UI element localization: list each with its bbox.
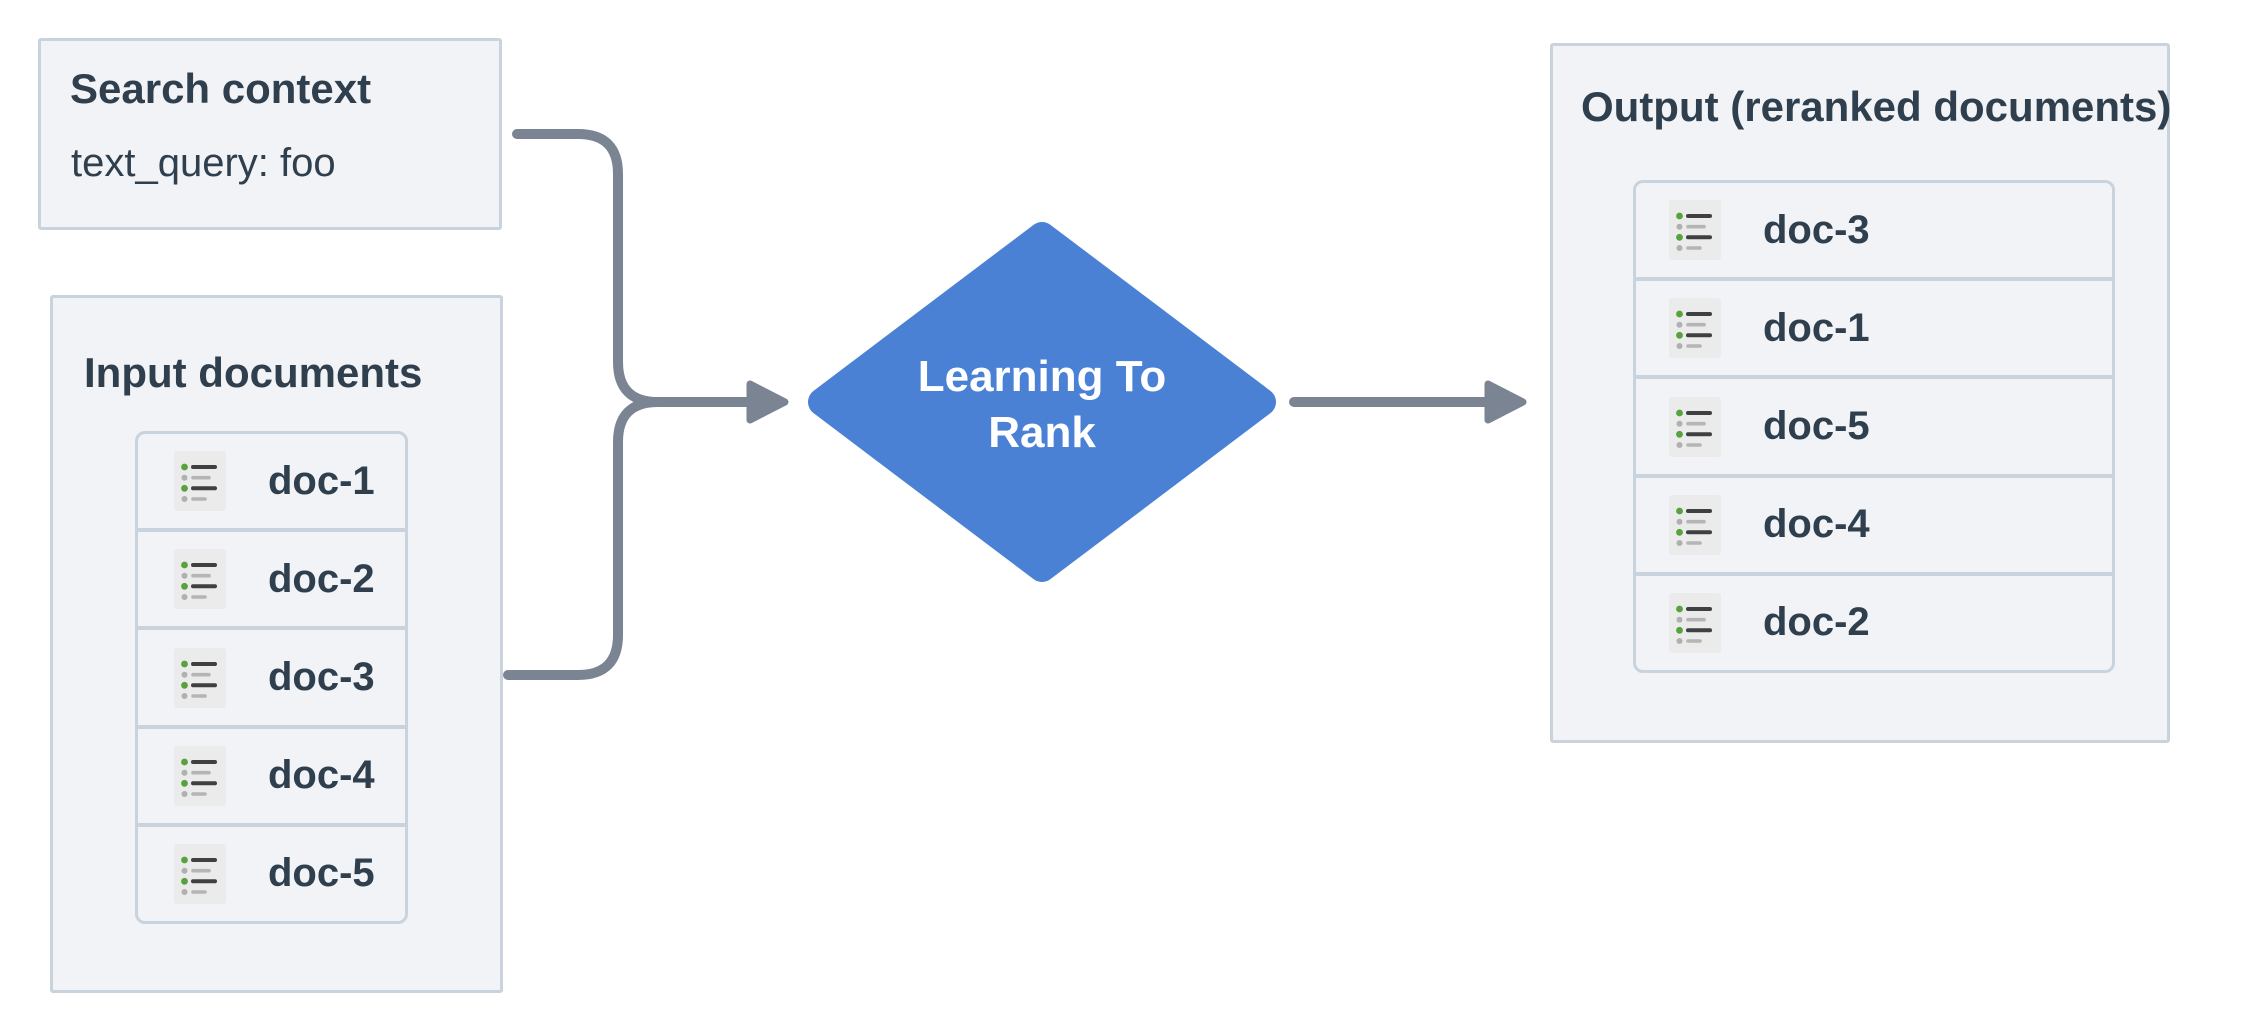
connector-search-context-to-rank bbox=[512, 129, 753, 407]
output-doc-row-4: doc-4 bbox=[1636, 473, 2112, 572]
input-doc-label-5: doc-5 bbox=[268, 851, 375, 896]
learning-to-rank-label-line2: Rank bbox=[988, 408, 1096, 457]
arrowhead-into-output-icon bbox=[1484, 380, 1527, 424]
input-doc-row-2: doc-2 bbox=[138, 528, 405, 626]
connector-input-docs-to-rank bbox=[503, 397, 753, 680]
input-documents-box: Input documents doc-1 doc-2 doc-3 doc-4 … bbox=[50, 295, 503, 993]
document-list-icon bbox=[1669, 200, 1721, 260]
input-doc-row-3: doc-3 bbox=[138, 626, 405, 724]
input-doc-row-5: doc-5 bbox=[138, 822, 405, 921]
document-list-icon bbox=[174, 549, 226, 609]
input-doc-label-2: doc-2 bbox=[268, 556, 375, 601]
output-doc-label-2: doc-1 bbox=[1763, 305, 1870, 350]
search-context-box: Search context text_query: foo bbox=[38, 38, 502, 230]
output-doc-label-4: doc-4 bbox=[1763, 502, 1870, 547]
output-doc-row-1: doc-3 bbox=[1636, 183, 2112, 277]
learning-to-rank-diamond bbox=[808, 222, 1276, 582]
input-documents-title: Input documents bbox=[84, 349, 423, 396]
input-documents-list: doc-1 doc-2 doc-3 doc-4 doc-5 bbox=[135, 431, 408, 924]
input-doc-label-1: doc-1 bbox=[268, 458, 375, 503]
output-documents-list: doc-3 doc-1 doc-5 doc-4 doc-2 bbox=[1633, 180, 2115, 673]
document-list-icon bbox=[1669, 593, 1721, 653]
document-list-icon bbox=[1669, 298, 1721, 358]
arrowhead-into-rank-icon bbox=[746, 380, 789, 424]
learning-to-rank-label-line1: Learning To bbox=[917, 352, 1167, 401]
output-doc-label-1: doc-3 bbox=[1763, 207, 1870, 252]
document-list-icon bbox=[174, 648, 226, 708]
output-doc-row-3: doc-5 bbox=[1636, 375, 2112, 473]
document-list-icon bbox=[1669, 397, 1721, 457]
input-doc-row-1: doc-1 bbox=[138, 434, 405, 528]
input-doc-label-4: doc-4 bbox=[268, 753, 375, 798]
document-list-icon bbox=[174, 746, 226, 806]
document-list-icon bbox=[174, 451, 226, 511]
output-doc-row-2: doc-1 bbox=[1636, 277, 2112, 375]
search-context-title: Search context bbox=[70, 65, 372, 112]
output-doc-row-5: doc-2 bbox=[1636, 571, 2112, 670]
document-list-icon bbox=[1669, 495, 1721, 555]
input-doc-row-4: doc-4 bbox=[138, 724, 405, 823]
output-documents-box: Output (reranked documents) doc-3 doc-1 … bbox=[1550, 43, 2172, 743]
output-doc-label-3: doc-5 bbox=[1763, 404, 1870, 448]
search-context-query-text: text_query: foo bbox=[71, 141, 336, 185]
input-doc-label-3: doc-3 bbox=[268, 655, 375, 699]
output-doc-label-5: doc-2 bbox=[1763, 600, 1870, 645]
learning-to-rank-label: Learning To Rank bbox=[842, 349, 1242, 461]
output-documents-title: Output (reranked documents) bbox=[1581, 83, 2172, 130]
document-list-icon bbox=[174, 844, 226, 904]
